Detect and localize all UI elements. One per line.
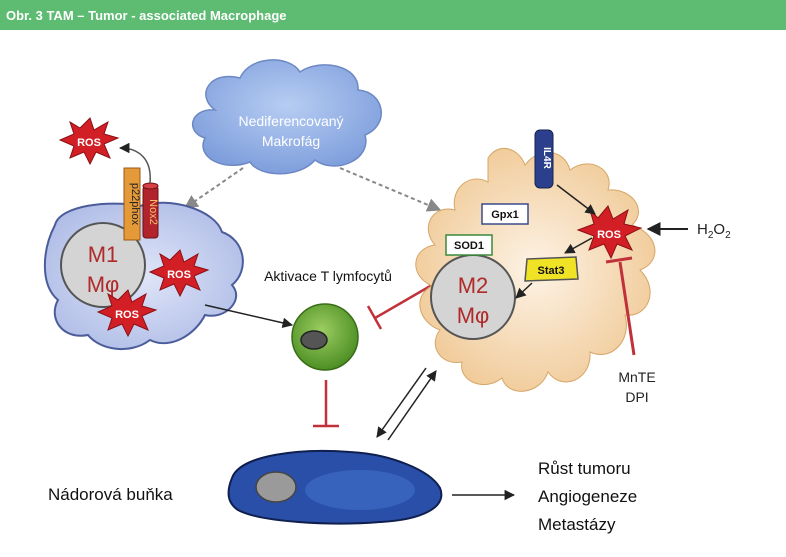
ros-burst-bottom: ROS [96, 289, 158, 338]
cloud-to-m2-arrow [339, 167, 442, 212]
stat3-box [524, 256, 579, 282]
il4r-label: IL4R [541, 147, 552, 169]
undifferentiated-macrophage-cloud: Nediferencovaný Makrofág [191, 59, 382, 175]
p22phox-label: p22phox [129, 183, 141, 226]
tumor-label: Nádorová buňka [48, 485, 173, 504]
nox2-label: Nox2 [147, 199, 159, 225]
cloud-to-m1-arrow [183, 167, 244, 209]
stat3-to-m2-arrow [515, 282, 533, 299]
tumor-to-m2-arrow [387, 370, 437, 441]
tcell-inhibits-tumor [313, 380, 339, 428]
tumor-cell [227, 449, 443, 525]
sod1-box [445, 234, 493, 256]
ros-burst-mid: ROS [148, 249, 210, 298]
gpx1-label: Gpx1 [491, 209, 519, 221]
ros-to-stat3-arrow [564, 237, 593, 254]
m2-phi-label: Mφ [457, 303, 490, 328]
sod1-label: SOD1 [454, 240, 484, 252]
inhibitor-mnte: MnTE [618, 369, 655, 385]
m1-phi-label: Mφ [87, 272, 120, 297]
il4r-receptor [534, 129, 554, 189]
h2o2-label: H2O2 [697, 221, 731, 241]
figure-header: Obr. 3 TAM – Tumor - associated Macropha… [0, 0, 786, 30]
svg-text:ROS: ROS [597, 229, 621, 241]
ros-burst-top: ROS [58, 117, 120, 166]
m2-to-tumor-arrow [376, 367, 427, 438]
cloud-line2: Makrofág [262, 133, 320, 149]
m1-nucleus [60, 222, 146, 308]
inhibitors-block-ros [605, 256, 636, 356]
t-lymphocyte [291, 303, 359, 371]
m2-macrophage: M2 Mφ IL4R Gpx1 SOD1 Stat3 ROS [415, 129, 656, 392]
m1-macrophage: M1 Mφ p22phox Nox2 [43, 142, 244, 351]
outcome-growth: Růst tumoru [538, 459, 631, 478]
il4r-to-ros-arrow [556, 184, 596, 215]
inhibitor-dpi: DPI [625, 389, 648, 405]
svg-text:ROS: ROS [167, 269, 191, 281]
gpx1-box [481, 203, 529, 225]
nox2-to-ros-arrow [118, 142, 151, 184]
tumor-nucleus [255, 471, 297, 503]
m2-ros-burst: ROS [576, 205, 643, 260]
stat3-label: Stat3 [538, 265, 565, 277]
p22phox-receptor [123, 167, 141, 241]
cloud-line1: Nediferencovaný [238, 113, 343, 129]
outcome-metastasis: Metastázy [538, 515, 616, 534]
svg-text:ROS: ROS [77, 137, 101, 149]
tcell-activation-label: Aktivace T lymfocytů [264, 268, 392, 284]
m2-m-label: M2 [458, 273, 489, 298]
outcome-angiogenesis: Angiogeneze [538, 487, 637, 506]
svg-text:ROS: ROS [115, 309, 139, 321]
m2-inhibits-tcell [366, 283, 433, 330]
m1-to-tcell-arrow [204, 304, 294, 328]
figure-title: Obr. 3 TAM – Tumor - associated Macropha… [6, 8, 287, 23]
m1-m-label: M1 [88, 242, 119, 267]
tam-diagram: Nediferencovaný Makrofág M1 Mφ p22phox N… [43, 59, 731, 534]
